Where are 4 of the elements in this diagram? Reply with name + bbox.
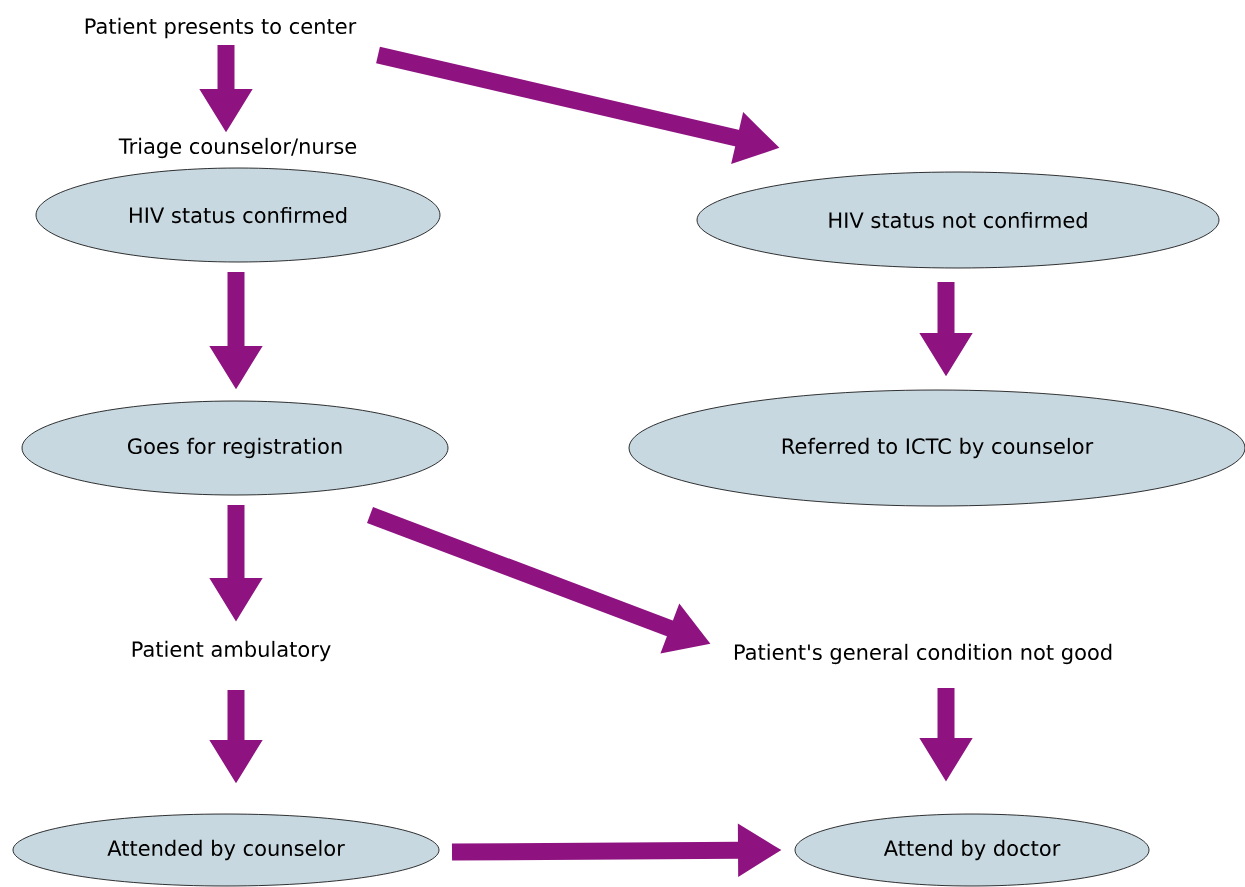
heading: Triage counselor/nurse xyxy=(118,137,357,159)
node-label: Patient presents to center xyxy=(85,17,357,39)
node-label: Patient ambulatory xyxy=(132,640,331,662)
node-label: Patient's general condition not good xyxy=(734,643,1112,665)
